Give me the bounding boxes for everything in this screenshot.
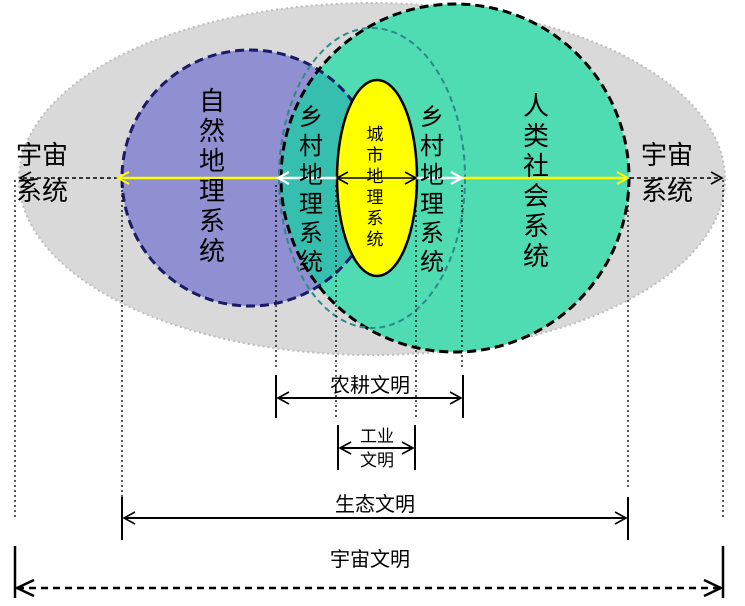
rural-left-label: 乡村地理系统: [299, 103, 323, 276]
industrial-bracket: [337, 425, 416, 470]
cosmic-bracket: [13, 546, 725, 598]
cosmic-civilization-label: 宇宙文明: [330, 547, 410, 571]
industrial-civilization-label-1: 工业: [360, 427, 394, 447]
rural-right-label: 乡村地理系统: [420, 103, 444, 276]
reference-lines: [14, 180, 724, 520]
agricultural-bracket: [275, 375, 464, 418]
human-society-label: 人类社会系统: [523, 92, 549, 272]
ecological-bracket: [121, 497, 629, 540]
natural-geography-label: 自然地理系统: [199, 87, 225, 267]
urban-geography-label: 城市地理系统: [367, 125, 384, 250]
industrial-civilization-label-2: 文明: [360, 451, 394, 471]
agricultural-civilization-label: 农耕文明: [330, 373, 410, 397]
ecological-civilization-label: 生态文明: [335, 492, 415, 516]
cosmos-left-label: 宇宙系统: [16, 141, 68, 207]
cosmos-right-label: 宇宙系统: [641, 141, 693, 207]
